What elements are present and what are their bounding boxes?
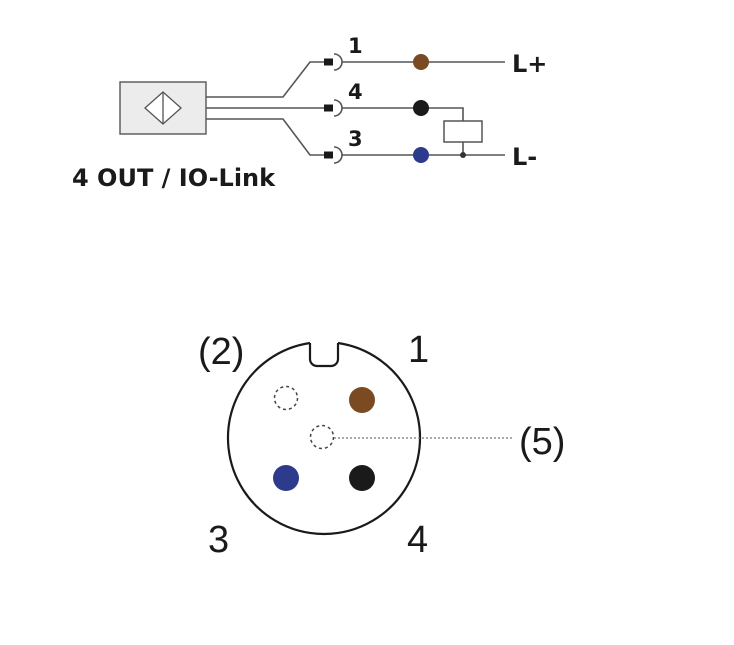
sensor-body [119,81,207,135]
terminal-pin-3 [324,146,505,164]
connector-face [226,341,514,535]
pin-3-wire-color [413,147,429,163]
pin-1-contact [324,58,333,66]
connector-label-pin-1: 1 [408,329,429,371]
pin-4-contact [324,104,333,112]
pin-3-number: 3 [348,127,363,151]
terminal-pin-4 [324,99,464,121]
supply-positive-label: L+ [512,50,547,78]
pin-3-socket [333,146,343,164]
connector-label-pin-3: 3 [208,519,229,561]
connector-pin-1-dot [349,387,375,413]
pin-1-socket [333,53,343,71]
connector-pin-2-empty [273,385,299,411]
connector-label-pin-2: (2) [198,331,244,373]
pin-1-number: 1 [348,34,363,58]
terminal-pin-1 [324,53,505,71]
load-resistor-icon [443,120,483,158]
pin-4-socket [333,99,343,117]
supply-negative-label: L- [512,143,537,171]
pin-4-number: 4 [348,80,363,104]
connector-label-pin-5: (5) [519,421,565,463]
pin-3-contact [324,151,333,159]
cable-wires [206,61,325,156]
output-caption: 4 OUT / IO-Link [72,164,276,192]
connector-key-notch [308,343,340,368]
pin-1-wire-color [413,54,429,70]
inductive-sensor-icon [144,91,182,125]
connector-label-pin-4: 4 [407,519,428,561]
connector-pin-3-dot [273,465,299,491]
load-junction-dot [460,152,466,158]
connector-pin-5-empty [309,424,335,450]
pin-4-wire-color [413,100,429,116]
connector-pin-4-dot [349,465,375,491]
